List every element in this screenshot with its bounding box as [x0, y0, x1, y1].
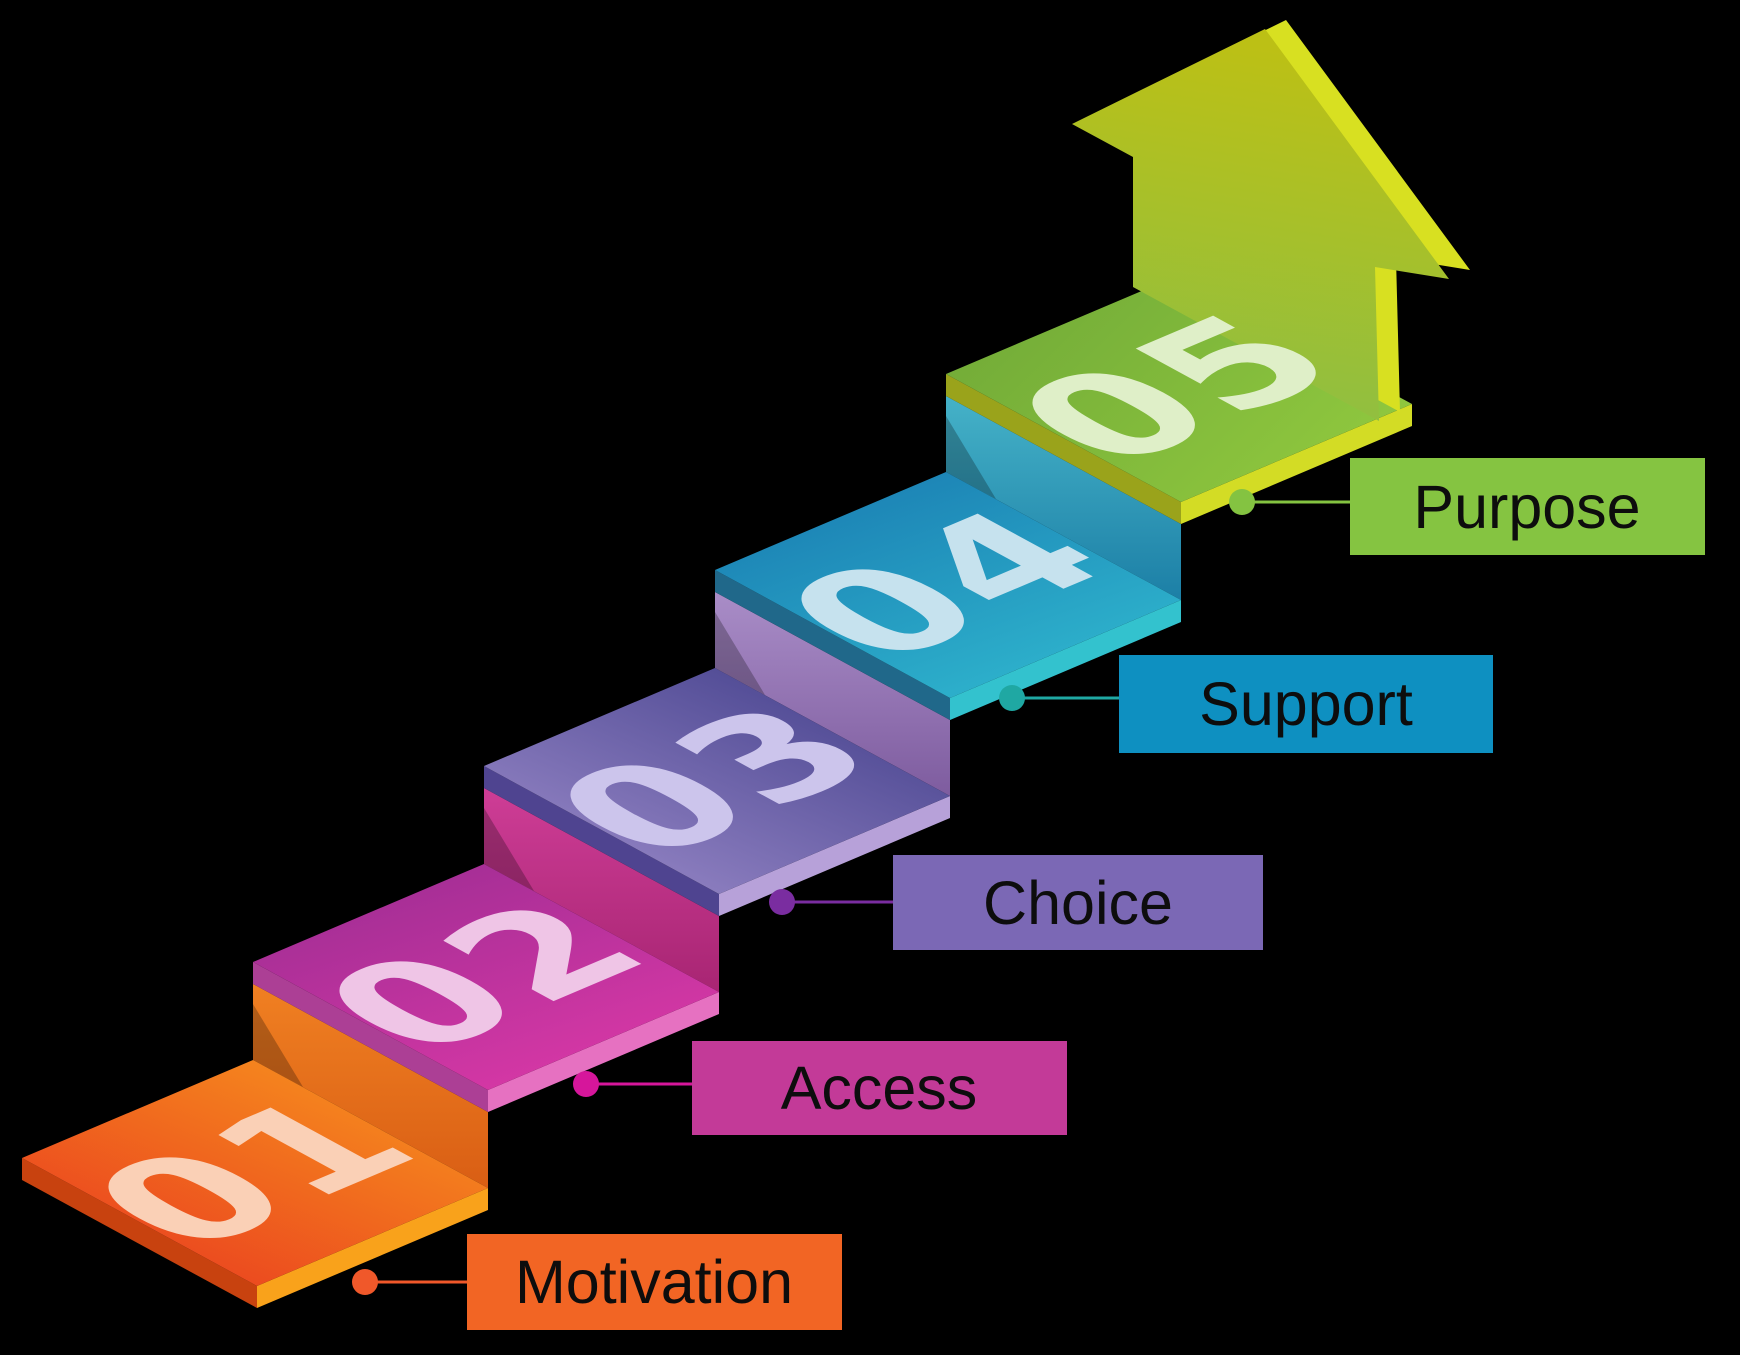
- step-3-riser-shadow: [715, 612, 765, 695]
- callout-label: Support: [1199, 670, 1413, 738]
- step-4-top-face: [715, 472, 1181, 698]
- callout-dot: [769, 889, 795, 915]
- step-5-side-left: [946, 374, 1181, 524]
- callout-dot: [1229, 489, 1255, 515]
- callout-label: Choice: [983, 869, 1173, 937]
- step-1-riser-shadow: [253, 1004, 303, 1087]
- callout-purpose: Purpose: [1229, 458, 1705, 555]
- callout-dot: [999, 685, 1025, 711]
- step-2-edge-front: [488, 992, 719, 1112]
- callout-dot: [352, 1269, 378, 1295]
- callout-label: Purpose: [1413, 473, 1640, 541]
- callout-box: [1350, 458, 1705, 555]
- callout-label: Access: [781, 1054, 978, 1122]
- step-3-side-left: [484, 766, 719, 916]
- callout-motivation: Motivation: [352, 1234, 842, 1330]
- callout-dot: [573, 1071, 599, 1097]
- callout-box: [467, 1234, 842, 1330]
- step-3-top-face: [484, 668, 950, 894]
- callout-label: Motivation: [515, 1248, 793, 1316]
- step-1-riser: [253, 984, 488, 1188]
- callout-choice: Choice: [769, 855, 1263, 950]
- step-3-riser: [715, 592, 950, 796]
- step-2-riser: [484, 788, 719, 992]
- callout-box: [893, 855, 1263, 950]
- step-2-riser-shadow: [484, 808, 534, 891]
- arrow-body: [1072, 29, 1449, 421]
- step-1-top-face: [22, 1060, 488, 1286]
- callout-box: [692, 1041, 1067, 1135]
- step-2-side-left: [253, 962, 488, 1112]
- step-4-riser-shadow: [946, 416, 996, 499]
- step-3-edge-front: [719, 796, 950, 916]
- step-1-side-left: [22, 1158, 257, 1308]
- step-4-side-left: [715, 570, 950, 720]
- callout-box: [1119, 655, 1493, 753]
- callout-support: Support: [999, 655, 1493, 753]
- step-1-edge-front: [257, 1188, 488, 1308]
- step-5-top-face: [946, 276, 1412, 502]
- step-2-top-face: [253, 864, 719, 1090]
- callout-access: Access: [573, 1041, 1067, 1135]
- growth-arrow-icon: [1072, 20, 1470, 421]
- step-4-riser: [946, 396, 1181, 600]
